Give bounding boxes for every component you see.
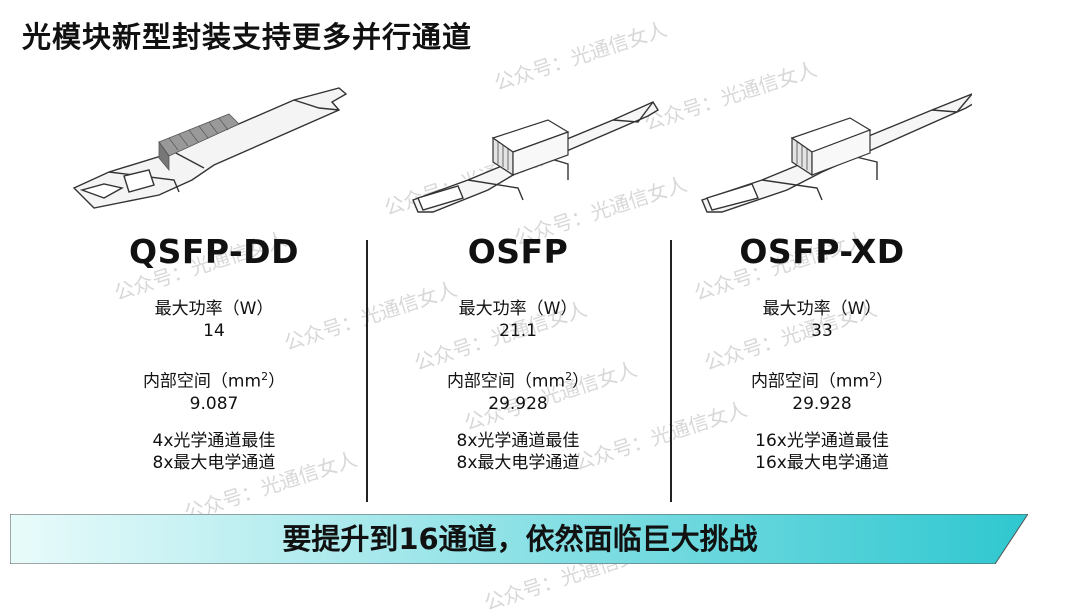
power-value: 21.1 xyxy=(499,321,537,341)
power-value: 14 xyxy=(203,321,225,341)
space-label: 内部空间（mm2） xyxy=(446,370,590,392)
column-divider xyxy=(366,240,368,502)
channel-spec: 4x光学通道最佳 8x最大电学通道 xyxy=(64,430,364,474)
space-spec: 内部空间（mm2） 9.087 xyxy=(64,366,364,415)
osfp-xd-module-illustration xyxy=(701,93,972,213)
space-value: 29.928 xyxy=(488,393,548,414)
space-value: 9.087 xyxy=(189,393,239,414)
module-column-qsfp-dd: QSFP-DD 最大功率（W） 14 内部空间（mm2） 9.087 4x光学通… xyxy=(64,80,364,473)
module-column-osfp: OSFP 最大功率（W） 21.1 内部空间（mm2） 29.928 8x光学通… xyxy=(368,80,668,473)
power-label: 最大功率（W） xyxy=(458,299,578,319)
power-label: 最大功率（W） xyxy=(154,299,274,319)
challenge-banner-text: 要提升到16通道，依然面临巨大挑战 xyxy=(282,522,758,556)
optical-channels: 4x光学通道最佳 xyxy=(152,431,276,451)
electrical-channels: 8x最大电学通道 xyxy=(152,453,276,473)
space-spec: 内部空间（mm2） 29.928 xyxy=(672,366,972,415)
channel-spec: 16x光学通道最佳 16x最大电学通道 xyxy=(672,430,972,474)
power-spec: 最大功率（W） 14 xyxy=(64,298,364,342)
space-label: 内部空间（mm2） xyxy=(142,370,286,392)
module-name: OSFP-XD xyxy=(739,232,905,271)
space-value: 29.928 xyxy=(792,393,852,414)
optical-channels: 8x光学通道最佳 xyxy=(456,431,580,451)
electrical-channels: 8x最大电学通道 xyxy=(456,453,580,473)
challenge-banner-background xyxy=(10,514,1028,564)
electrical-channels: 16x最大电学通道 xyxy=(755,453,889,473)
module-name: QSFP-DD xyxy=(129,232,299,271)
module-name: OSFP xyxy=(467,232,569,271)
optical-channels: 16x光学通道最佳 xyxy=(755,431,889,451)
qsfp-dd-module-illustration xyxy=(72,87,348,209)
space-label: 内部空间（mm2） xyxy=(750,370,894,392)
power-spec: 最大功率（W） 21.1 xyxy=(368,298,668,342)
power-value: 33 xyxy=(811,321,833,341)
osfp-module-illustration xyxy=(412,101,659,213)
channel-spec: 8x光学通道最佳 8x最大电学通道 xyxy=(368,430,668,474)
power-label: 最大功率（W） xyxy=(762,299,882,319)
space-spec: 内部空间（mm2） 29.928 xyxy=(368,366,668,415)
page-title: 光模块新型封装支持更多并行通道 xyxy=(22,20,473,54)
power-spec: 最大功率（W） 33 xyxy=(672,298,972,342)
module-column-osfp-xd: OSFP-XD 最大功率（W） 33 内部空间（mm2） 29.928 16x光… xyxy=(672,80,972,473)
column-divider xyxy=(670,240,672,502)
